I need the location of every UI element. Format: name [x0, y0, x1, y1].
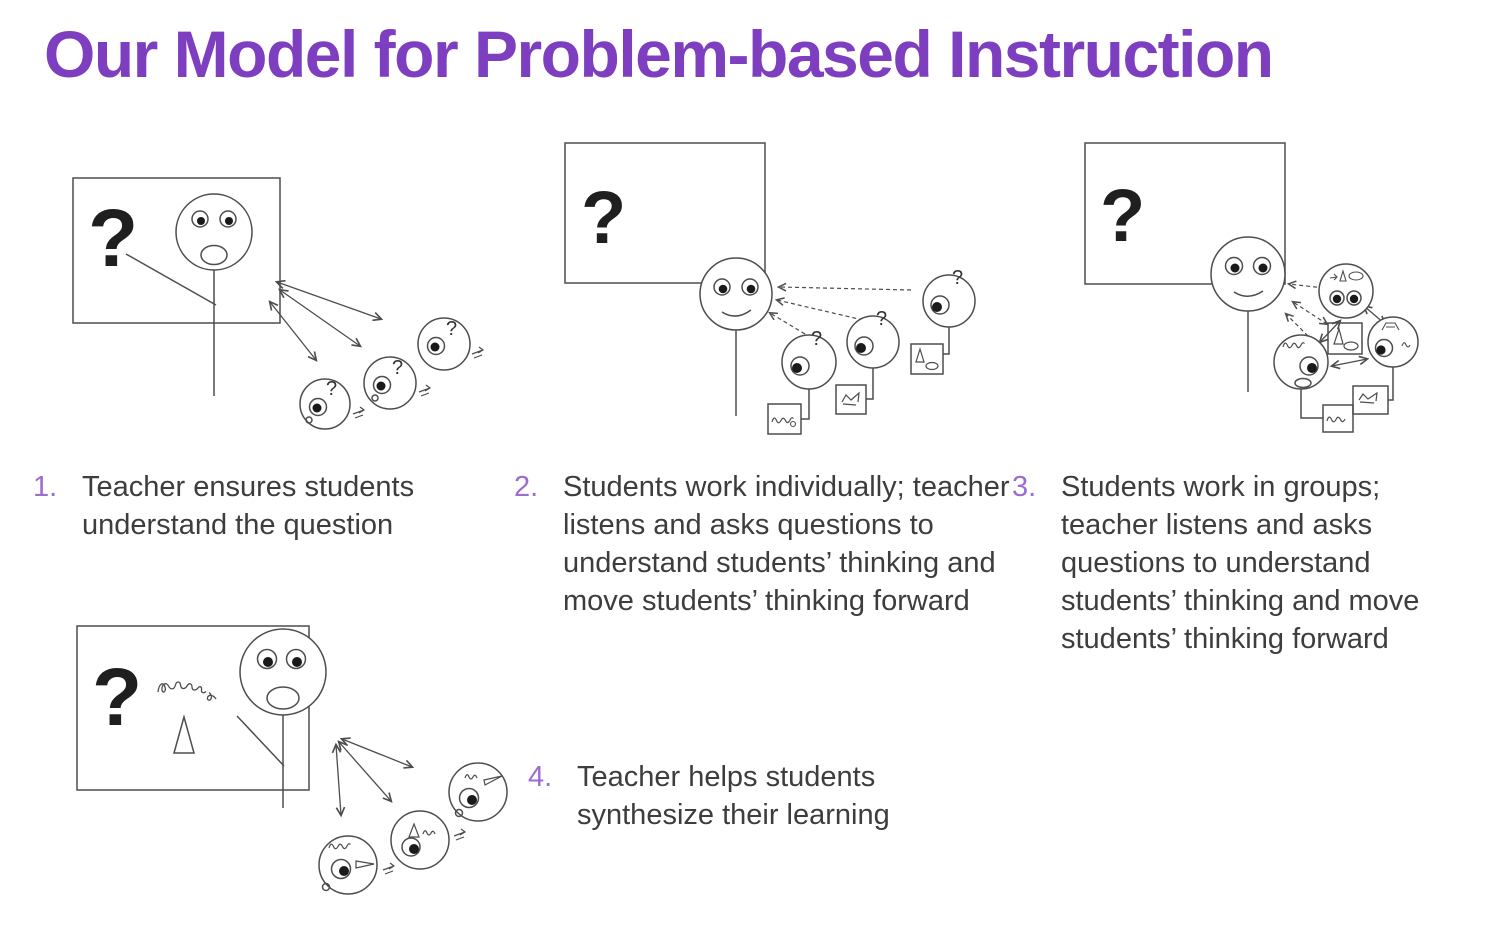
sketch-2: ? ? ? ? [564, 142, 976, 435]
student-1 [299, 378, 366, 430]
board-question-mark: ? [88, 193, 138, 284]
worksheet [767, 403, 802, 435]
student-question-mark: ? [446, 318, 457, 340]
writing-scribble [841, 391, 860, 406]
student-3 [448, 762, 508, 822]
step-item-2: 2. Students work individually; teacher l… [514, 469, 1013, 621]
paper-link [1388, 367, 1394, 401]
paper-link [866, 368, 874, 400]
exchange-doodle [382, 862, 396, 875]
exchange-doodle [471, 346, 485, 359]
writing-scribble [1326, 416, 1346, 423]
step-3-number: 3. [1012, 471, 1037, 503]
illustration-students-work-in-groups: ? [1080, 140, 1475, 460]
step-2-number: 2. [514, 471, 539, 503]
teacher-arm [236, 715, 285, 767]
illustration-teacher-poses-question: ? ? ? ? [70, 148, 500, 448]
board-question-mark: ? [581, 176, 626, 259]
student-question-mark: ? [392, 357, 403, 379]
board-writing-scribble [157, 681, 217, 701]
student-2 [390, 810, 450, 870]
teacher-arm [125, 253, 217, 306]
idea-arrow-doodle [1329, 273, 1338, 281]
student-2 [835, 315, 900, 415]
talk-scribble [464, 774, 478, 780]
step-1-number: 1. [33, 471, 58, 503]
listening-arrows [770, 287, 912, 335]
listening-arrows [1286, 284, 1327, 337]
exchange-doodle [352, 406, 366, 419]
step-3-text: Students work in groups; teacher listens… [1061, 471, 1420, 655]
cone-doodle [1333, 326, 1344, 345]
sketch-3: ? [1084, 142, 1419, 433]
student-question-mark: ? [326, 378, 337, 400]
student-3 [417, 317, 485, 371]
step-2-text: Students work individually; teacher list… [563, 471, 1010, 617]
step-4-text: Teacher helps students synthesize their … [577, 761, 890, 831]
board-question-mark: ? [1100, 174, 1145, 257]
whiteboard [76, 625, 310, 791]
teacher-head [239, 628, 327, 716]
smile [1233, 290, 1264, 297]
ellipse-doodle [1348, 271, 1364, 281]
student-right [1367, 316, 1419, 401]
worksheet [910, 343, 944, 375]
worksheet [1322, 404, 1354, 433]
talk-scribble [328, 843, 351, 850]
slide-title: Our Model for Problem-based Instruction [44, 17, 1274, 91]
cone-doodle [408, 822, 420, 838]
student-2 [363, 356, 432, 410]
student-question-mark: ? [952, 267, 963, 289]
talk-scribble [1282, 342, 1305, 349]
sketch-1: ? ? ? ? [72, 177, 485, 430]
cone-doodle [1339, 269, 1347, 282]
open-mouth [1294, 377, 1312, 389]
speech-flag [483, 775, 503, 786]
teacher-head [1210, 236, 1286, 312]
teacher-head [699, 257, 773, 331]
worksheet [1352, 385, 1389, 415]
whiteboard [1084, 142, 1286, 285]
step-item-4: 4. Teacher helps students synthesize the… [528, 759, 997, 835]
speech-flag [355, 860, 375, 869]
synthesis-arrows [336, 739, 412, 815]
board-triangle [173, 714, 195, 754]
talk-scribble [1401, 342, 1411, 348]
step-item-3: 3. Students work in groups; teacher list… [1012, 469, 1447, 659]
student-1 [767, 334, 837, 435]
whiteboard [72, 177, 281, 324]
student-left [1273, 334, 1329, 419]
discussion-arrows [270, 282, 381, 360]
step-1-text: Teacher ensures students understand the … [82, 471, 415, 541]
teacher-head [175, 193, 253, 271]
student-1 [318, 835, 378, 895]
paper-doodle [1381, 322, 1400, 331]
illustration-students-work-individually: ? ? ? ? [563, 140, 1015, 450]
paper-link [1300, 389, 1323, 419]
open-mouth [266, 686, 300, 710]
exchange-doodle [418, 384, 432, 397]
open-mouth [200, 244, 228, 266]
board-question-mark: ? [92, 652, 142, 743]
talk-scribble [422, 830, 436, 836]
worksheet [835, 384, 867, 415]
writing-scribble [771, 417, 794, 424]
student-question-mark: ? [876, 308, 887, 330]
cone-doodle [915, 346, 925, 363]
step-4-number: 4. [528, 761, 553, 793]
ellipse-doodle [925, 361, 939, 371]
illustration-teacher-synthesizes-learning: ? [70, 608, 520, 930]
writing-scribble [1358, 391, 1378, 404]
exchange-doodle [453, 828, 467, 841]
ellipse-doodle [1343, 341, 1359, 351]
paper-link [943, 327, 950, 355]
whiteboard [564, 142, 766, 284]
student-top [1318, 263, 1374, 319]
smile [721, 309, 752, 317]
sketch-4: ? [76, 625, 508, 895]
step-item-1: 1. Teacher ensures students understand t… [33, 469, 512, 545]
student-question-mark: ? [811, 328, 822, 350]
student-3 [910, 274, 976, 375]
paper-link [801, 389, 810, 420]
